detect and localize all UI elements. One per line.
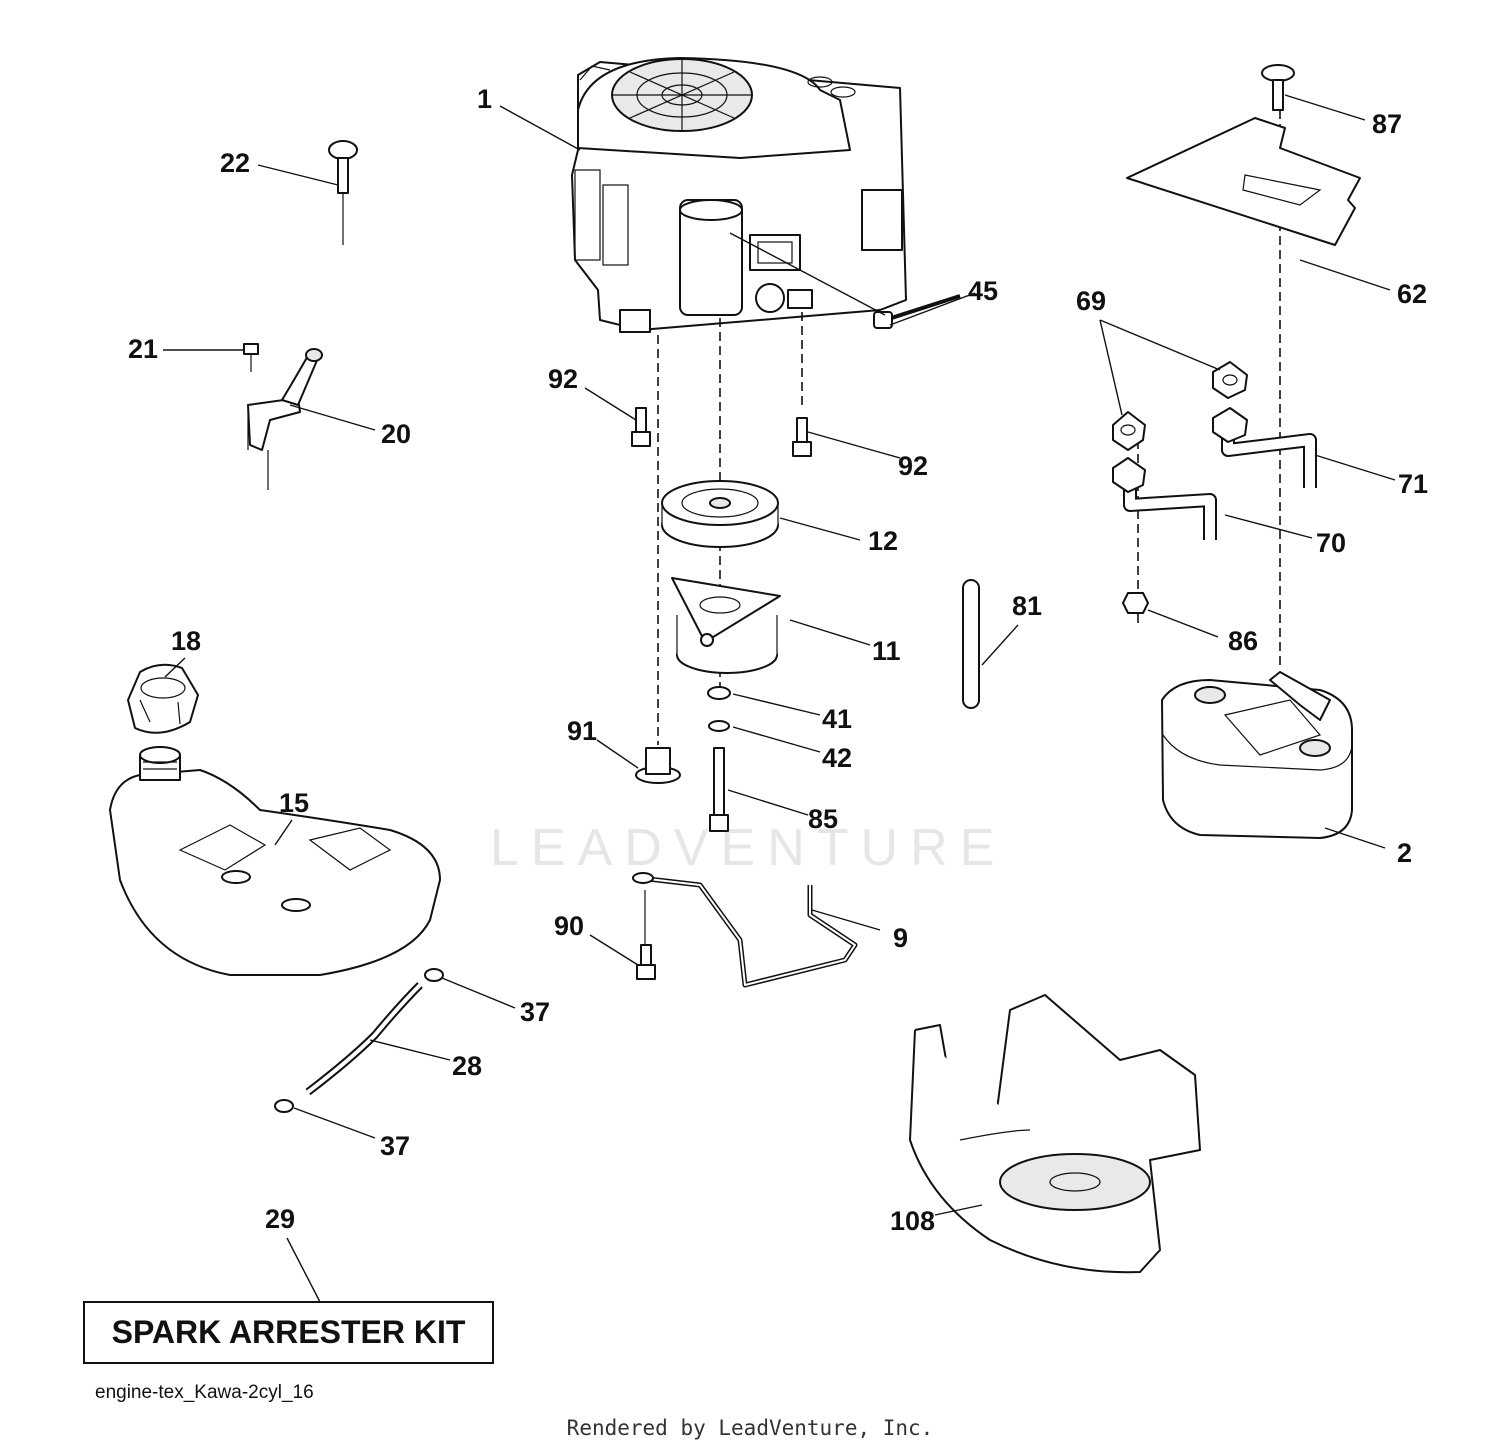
washer-42[interactable] bbox=[708, 720, 730, 732]
callout-9: 9 bbox=[893, 923, 908, 953]
callout-90: 90 bbox=[554, 911, 584, 941]
callout-70: 70 bbox=[1316, 528, 1346, 558]
bolt-85[interactable] bbox=[709, 747, 729, 832]
washer-41[interactable] bbox=[707, 686, 731, 700]
callout-22: 22 bbox=[220, 148, 250, 178]
callout-labels: 1 22 21 20 92 92 45 12 11 41 42 85 91 81… bbox=[128, 84, 1428, 1236]
callout-62: 62 bbox=[1397, 279, 1427, 309]
fuel-line-28[interactable] bbox=[305, 982, 423, 1096]
screw-21[interactable] bbox=[243, 343, 259, 372]
callout-91: 91 bbox=[567, 716, 597, 746]
callout-12: 12 bbox=[868, 526, 898, 556]
callout-92-left: 92 bbox=[548, 364, 578, 394]
callout-45: 45 bbox=[968, 276, 998, 306]
clutch-11[interactable] bbox=[671, 577, 781, 674]
nut-86[interactable] bbox=[1122, 592, 1149, 614]
screw-87[interactable] bbox=[1261, 64, 1295, 111]
callout-69: 69 bbox=[1076, 286, 1106, 316]
knob-22[interactable] bbox=[328, 140, 358, 245]
guard-108[interactable] bbox=[909, 994, 1201, 1274]
pulley-12[interactable] bbox=[661, 480, 779, 548]
clamp-37-top[interactable] bbox=[424, 968, 444, 982]
callout-37-top: 37 bbox=[520, 997, 550, 1027]
bolt-92-left[interactable] bbox=[631, 407, 651, 447]
callout-41: 41 bbox=[822, 704, 852, 734]
throttle-20[interactable] bbox=[247, 348, 323, 490]
callout-108: 108 bbox=[890, 1206, 935, 1236]
callout-85: 85 bbox=[808, 804, 838, 834]
callout-15: 15 bbox=[279, 788, 309, 818]
muffler-2[interactable] bbox=[1161, 671, 1353, 839]
clamp-37-bottom[interactable] bbox=[274, 1099, 294, 1113]
bolt-92-right[interactable] bbox=[792, 417, 812, 457]
callout-81: 81 bbox=[1012, 591, 1042, 621]
footer-credit: Rendered by LeadVenture, Inc. bbox=[566, 1416, 934, 1440]
callout-2: 2 bbox=[1397, 838, 1412, 868]
callout-28: 28 bbox=[452, 1051, 482, 1081]
engine[interactable] bbox=[571, 57, 907, 333]
fuel-tank-15[interactable] bbox=[109, 746, 441, 976]
bolt-90[interactable] bbox=[636, 890, 656, 980]
gasket-69-right[interactable] bbox=[1212, 361, 1248, 399]
fuel-cap-18[interactable] bbox=[127, 663, 199, 734]
callout-71: 71 bbox=[1398, 469, 1428, 499]
callout-20: 20 bbox=[381, 419, 411, 449]
callout-11: 11 bbox=[872, 636, 901, 666]
watermark: LEADVENTURE bbox=[490, 819, 1007, 877]
callout-92-right: 92 bbox=[898, 451, 928, 481]
callout-21: 21 bbox=[128, 334, 158, 364]
heat-shield-62[interactable] bbox=[1126, 117, 1361, 246]
callout-37-bottom: 37 bbox=[380, 1131, 410, 1161]
callout-1: 1 bbox=[477, 84, 492, 114]
callout-29: 29 bbox=[265, 1204, 295, 1234]
spark-arrester-kit-label: SPARK ARRESTER KIT bbox=[83, 1301, 494, 1364]
callout-86: 86 bbox=[1228, 626, 1258, 656]
callout-18: 18 bbox=[171, 626, 201, 656]
callout-42: 42 bbox=[822, 743, 852, 773]
spacer-91[interactable] bbox=[635, 747, 681, 784]
tube-81[interactable] bbox=[962, 579, 980, 709]
callout-87: 87 bbox=[1372, 109, 1402, 139]
drawing-id: engine-tex_Kawa-2cyl_16 bbox=[95, 1382, 314, 1403]
rod-9[interactable] bbox=[632, 872, 858, 988]
leader-lines bbox=[163, 94, 1396, 1303]
exhaust-pipe-71[interactable] bbox=[1212, 407, 1317, 488]
gasket-69-left[interactable] bbox=[1112, 411, 1146, 451]
exhaust-pipe-70[interactable] bbox=[1112, 457, 1217, 540]
